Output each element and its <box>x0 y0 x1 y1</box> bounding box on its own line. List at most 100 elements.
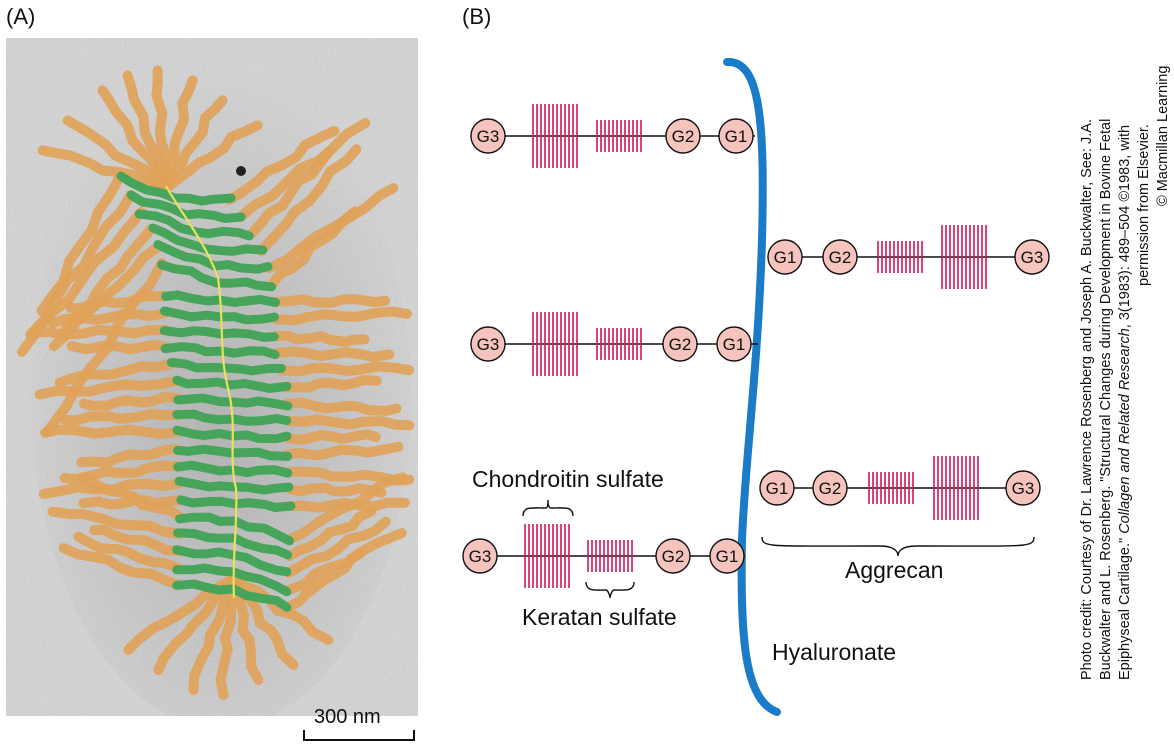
chondroitin-sulfate-label: Chondroitin sulfate <box>472 466 664 492</box>
branch-right <box>235 118 371 222</box>
core-segment-right <box>225 378 292 393</box>
hyaluronate-label: Hyaluronate <box>772 639 896 665</box>
keratan-brace <box>585 581 635 599</box>
branch-top <box>37 145 171 193</box>
core-segment-left <box>172 545 238 560</box>
branch-left <box>79 391 183 411</box>
svg-text:G1: G1 <box>725 127 748 146</box>
svg-text:G2: G2 <box>829 248 852 267</box>
panel-a-label: (A) <box>6 4 36 29</box>
branch-right <box>224 126 340 205</box>
branch-left <box>60 408 184 426</box>
core-segment-left <box>166 357 231 373</box>
branch-right <box>270 306 413 326</box>
scale-bar <box>303 730 415 741</box>
chondroitin-sulfate-chains <box>532 104 578 168</box>
core-segment-left <box>173 393 237 407</box>
core-segment-right <box>226 447 293 461</box>
keratan-sulfate-chains <box>596 328 642 360</box>
g1-domain: G1 <box>759 470 795 506</box>
branch-right <box>285 472 408 544</box>
core-segment-left <box>126 190 191 220</box>
core-segment-right <box>217 346 280 360</box>
branch-top <box>161 120 263 193</box>
chondroitin-sulfate-chains <box>532 312 578 376</box>
g1-domain: G1 <box>716 326 752 362</box>
core-segment-right <box>228 567 292 597</box>
g2-domain: G2 <box>655 538 691 574</box>
branch-right <box>268 294 390 308</box>
aggrecan-label: Aggrecan <box>845 557 943 583</box>
svg-text:G2: G2 <box>819 479 842 498</box>
g1-domain: G1 <box>718 118 754 154</box>
svg-text:G1: G1 <box>774 248 797 267</box>
core-segment-right <box>231 498 296 513</box>
g3-domain: G3 <box>1014 239 1050 275</box>
aggrecan-molecule-left-1: G3 G2 G1 <box>470 104 755 168</box>
g2-domain: G2 <box>822 239 858 275</box>
proteoglycan-branches <box>17 65 415 700</box>
svg-text:G1: G1 <box>766 479 789 498</box>
core-segment-right <box>227 396 293 411</box>
core-segment-left <box>172 409 238 425</box>
keratan-sulfate-chains <box>868 472 914 504</box>
aggrecan-molecule-right-1: G1 G2 G3 <box>767 225 1050 289</box>
core-segment-right <box>169 193 236 206</box>
svg-text:G1: G1 <box>716 547 739 566</box>
branch-left <box>66 339 172 355</box>
core-segment-left <box>173 460 237 476</box>
core-segment-right <box>214 294 280 308</box>
branch-right <box>283 414 415 431</box>
keratan-sulfate-label: Keratan sulfate <box>522 604 677 630</box>
branch-right <box>284 506 377 561</box>
svg-text:G2: G2 <box>669 335 692 354</box>
core-segment-left <box>172 375 235 390</box>
chondroitin-sulfate-chains <box>524 524 570 588</box>
branch-left <box>65 291 169 314</box>
branch-left <box>34 376 181 400</box>
branch-bottom <box>229 573 334 645</box>
credit-line-3: Epiphyseal Cartilage." Collagen and Rela… <box>1117 125 1133 680</box>
core-segment-right <box>229 550 292 577</box>
keratan-sulfate-chains <box>596 120 642 152</box>
branch-right <box>282 397 402 416</box>
branch-left <box>27 324 172 340</box>
branch-bottom <box>215 573 239 700</box>
g3-domain: G3 <box>462 538 498 574</box>
branch-left <box>76 444 181 468</box>
branch-right <box>280 374 382 393</box>
branch-right <box>266 206 360 290</box>
branch-top <box>151 65 172 193</box>
core-segment-left <box>159 306 225 322</box>
core-segment-right <box>216 328 279 342</box>
g1-domain: G1 <box>709 538 745 574</box>
core-segment-left <box>159 326 226 339</box>
chondroitin-brace <box>522 499 574 517</box>
branch-right <box>271 331 370 348</box>
svg-text:G3: G3 <box>477 127 500 146</box>
g2-domain: G2 <box>662 326 698 362</box>
aggrecan-diagram: G3 G2 G1 G3 G2 G1 G3 G2 G1 Chondroitin s… <box>462 58 1050 716</box>
aggrecan-brace <box>761 536 1035 557</box>
keratan-sulfate-chains <box>587 540 633 572</box>
core-segment-right <box>228 414 292 426</box>
core-segment-right <box>181 209 246 224</box>
aggrecan-molecule-left-3: G3 G2 G1 Chondroitin sulfate Keratan sul… <box>462 466 745 630</box>
core-protein-region <box>116 171 296 612</box>
core-segment-right <box>228 430 292 444</box>
branch-right <box>285 482 387 498</box>
aggrecan-molecule-right-2: G1 G2 G3 Aggrecan <box>759 456 1041 583</box>
core-segment-left <box>148 223 211 254</box>
core-segment-left <box>173 528 239 543</box>
svg-text:G3: G3 <box>1021 248 1044 267</box>
core-segment-right <box>215 312 279 325</box>
core-segment-left <box>161 290 224 306</box>
svg-text:G3: G3 <box>477 335 500 354</box>
g3-domain: G3 <box>470 326 506 362</box>
core-segment-right <box>209 260 273 274</box>
core-segment-left <box>172 425 238 441</box>
core-segment-right <box>229 533 293 560</box>
core-segment-left <box>176 495 241 509</box>
core-segment-left <box>157 260 222 288</box>
branch-right <box>275 361 415 377</box>
